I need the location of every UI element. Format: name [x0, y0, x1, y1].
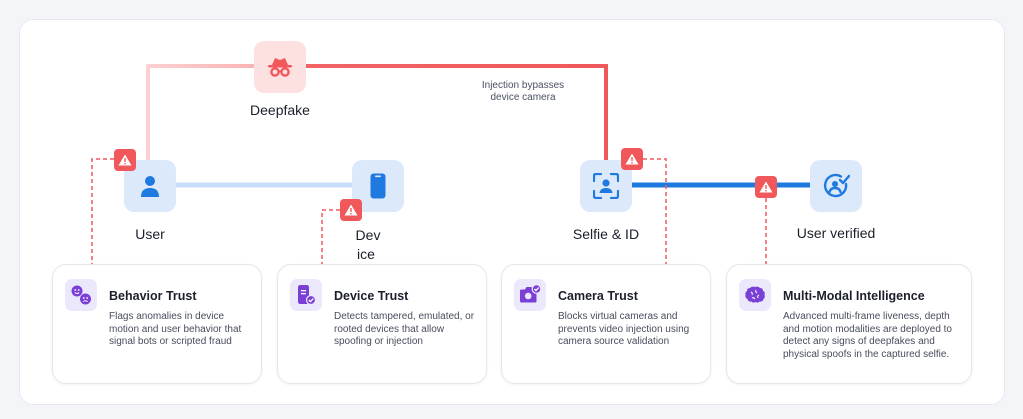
verified-face-icon — [823, 173, 850, 198]
warning-icon — [118, 154, 132, 166]
selfie-node — [580, 160, 632, 212]
dash-camera — [643, 158, 667, 264]
device-check-icon — [298, 285, 317, 306]
card-description: Advanced multi-frame liveness, depth and… — [783, 311, 952, 360]
card-title: Multi-Modal Intelligence — [783, 289, 925, 303]
card-description: Blocks virtual cameras and prevents vide… — [558, 311, 690, 347]
card-icon-camera — [514, 279, 546, 311]
card-multimodal-intelligence: Multi-Modal Intelligence Advanced multi-… — [726, 264, 972, 384]
warning-badge-user — [114, 149, 136, 171]
camera-check-icon — [520, 284, 542, 303]
card-device-trust: Device Trust Detects tampered, emulated,… — [277, 264, 487, 384]
card-icon-brain — [739, 279, 771, 311]
dash-behavior — [91, 158, 114, 264]
verified-label: User verified — [796, 225, 876, 241]
brain-icon — [745, 286, 765, 303]
device-label-line1: Dev — [355, 227, 381, 243]
card-description: Detects tampered, emulated, or rooted de… — [334, 311, 475, 347]
dash-device — [321, 209, 340, 264]
deepfake-bypass-path-right — [304, 64, 608, 160]
user-label: User — [135, 226, 165, 242]
warning-icon — [344, 204, 358, 216]
card-description: Flags anomalies in device motion and use… — [109, 311, 242, 347]
warning-icon — [759, 181, 773, 193]
card-icon-device — [290, 279, 322, 311]
phone-icon — [370, 173, 386, 199]
verified-node — [810, 160, 862, 212]
warning-icon — [625, 153, 639, 165]
warning-badge-device — [340, 199, 362, 221]
card-title: Device Trust — [334, 289, 409, 303]
behavior-faces-icon — [71, 285, 91, 305]
card-title: Camera Trust — [558, 289, 638, 303]
warning-badge-selfie — [621, 148, 643, 170]
card-behavior-trust: Behavior Trust Flags anomalies in device… — [52, 264, 262, 384]
deepfake-label: Deepfake — [250, 102, 310, 118]
deepfake-node — [254, 41, 306, 93]
injection-annotation: Injection bypasses device camera — [481, 80, 565, 103]
card-icon-behavior — [65, 279, 97, 311]
warning-badge-verified — [755, 176, 777, 198]
spy-icon — [268, 58, 292, 77]
card-title: Behavior Trust — [109, 289, 197, 303]
selfie-label: Selfie & ID — [572, 226, 640, 242]
face-scan-icon — [593, 173, 619, 199]
person-icon — [141, 176, 159, 197]
card-camera-trust: Camera Trust Blocks virtual cameras and … — [501, 264, 711, 384]
device-label-line2: ice — [357, 246, 375, 262]
